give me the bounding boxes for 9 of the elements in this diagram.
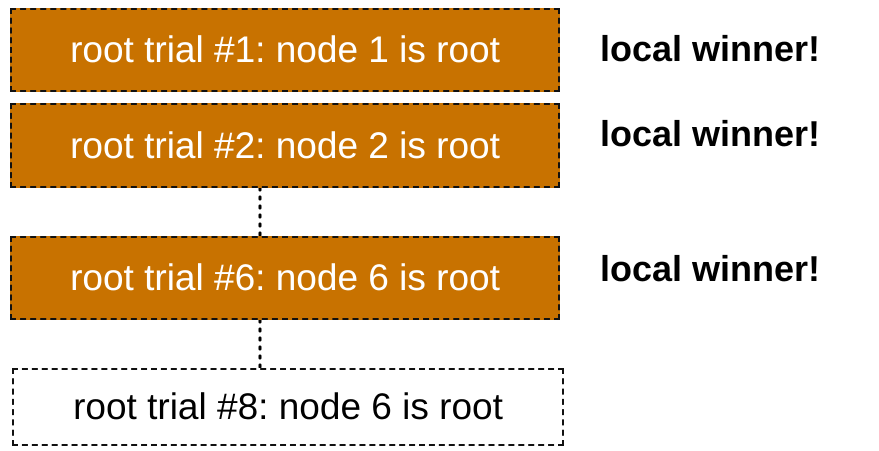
dotted-connector (258, 186, 262, 238)
winner-note: local winner! (600, 248, 820, 290)
dotted-connector (258, 318, 262, 370)
trial-box: root trial #6: node 6 is root (10, 236, 560, 320)
trial-box: root trial #8: node 6 is root (12, 368, 564, 446)
trial-box: root trial #2: node 2 is root (10, 103, 560, 188)
winner-note: local winner! (600, 28, 820, 70)
trial-box: root trial #1: node 1 is root (10, 8, 560, 92)
winner-note: local winner! (600, 113, 820, 155)
